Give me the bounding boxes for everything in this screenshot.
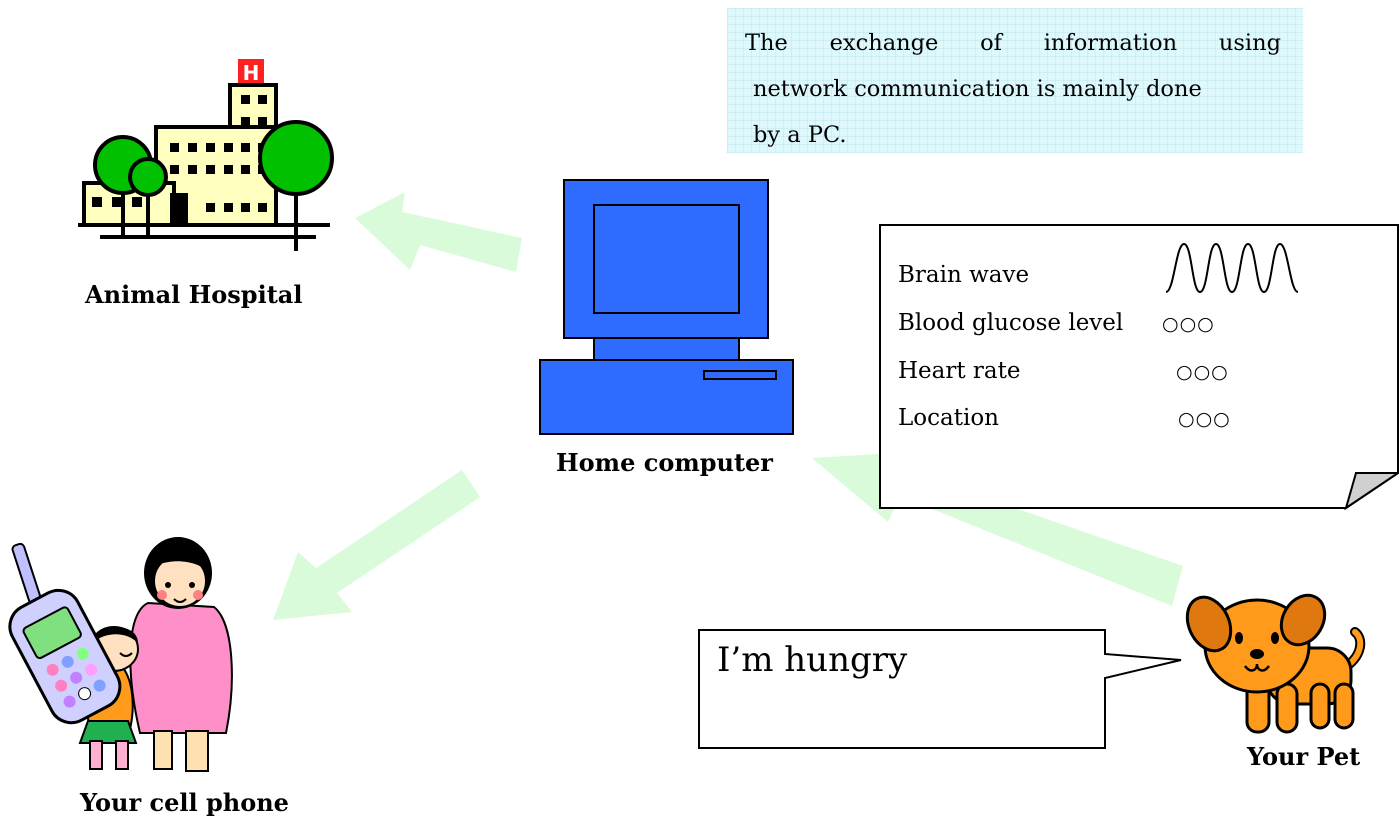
- vital-heart-rate-value: ○○○: [1176, 361, 1229, 383]
- phone-label: Your cell phone: [80, 788, 289, 817]
- arrow-icon-to-hospital: [355, 192, 522, 272]
- dog-icon: [1185, 593, 1366, 734]
- computer-icon: [539, 179, 794, 435]
- vital-location-label: Location: [898, 405, 999, 431]
- vital-location-value: ○○○: [1178, 408, 1231, 430]
- vital-heart-rate-label: Heart rate: [898, 358, 1021, 384]
- info-line-2: network communication is mainly done: [753, 76, 1202, 102]
- vital-brain-wave-label: Brain wave: [898, 262, 1030, 288]
- svg-text:H: H: [243, 61, 260, 85]
- hospital-label: Animal Hospital: [85, 280, 303, 309]
- brain-wave-icon: [1165, 242, 1299, 294]
- pet-label: Your Pet: [1247, 742, 1361, 771]
- info-line-1: The exchange of information using: [745, 30, 1281, 56]
- mother-child-phone-icon: [8, 537, 233, 772]
- hospital-icon: H: [78, 59, 334, 251]
- vitals-note: [879, 224, 1399, 511]
- computer-label: Home computer: [556, 448, 773, 477]
- info-line-3: by a PC.: [753, 122, 847, 148]
- speech-bubble: [698, 629, 1182, 749]
- vital-blood-glucose-label: Blood glucose level: [898, 310, 1124, 336]
- speech-text: I’m hungry: [717, 640, 908, 680]
- vital-blood-glucose-value: ○○○: [1162, 313, 1215, 335]
- arrow-icon-to-phone: [273, 470, 480, 620]
- info-box: The exchange of information using networ…: [727, 8, 1303, 153]
